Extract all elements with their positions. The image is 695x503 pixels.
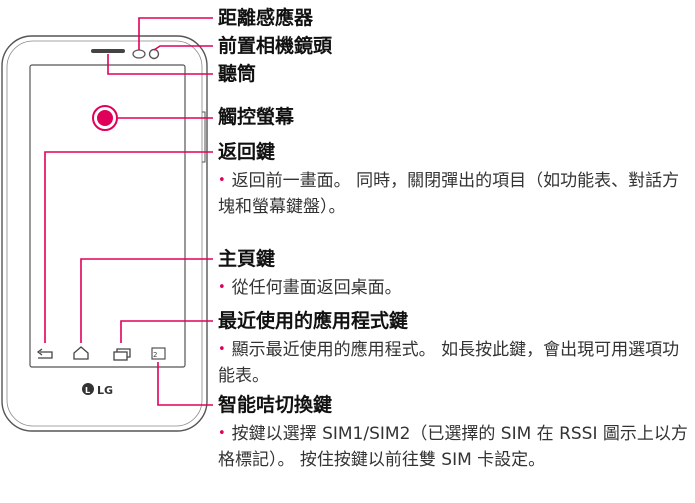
home-icon <box>73 346 89 360</box>
back-key-description: •返回前一畫面。 同時，關閉彈出的項目（如功能表、對話方塊和螢幕鍵盤）。 <box>218 171 680 217</box>
dual-sim-icon: 2 <box>151 347 166 360</box>
recent-apps-key-label: 最近使用的應用程式鍵 <box>218 310 409 332</box>
bullet-dot: • <box>218 426 226 441</box>
svg-text:L: L <box>85 386 90 395</box>
touch-point-icon <box>92 105 118 131</box>
svg-text:2: 2 <box>153 351 157 359</box>
lg-logo-icon: L LG <box>82 383 113 397</box>
front-camera-label: 前置相機鏡頭 <box>218 35 333 57</box>
front-camera-shape <box>148 48 160 60</box>
home-key-description: •從任何畫面返回桌面。 <box>218 278 402 298</box>
earpiece-label: 聽筒 <box>218 63 257 85</box>
touch-screen-label: 觸控螢幕 <box>218 106 295 128</box>
back-icon <box>36 348 53 359</box>
callout-lines <box>44 17 213 406</box>
brand-text: LG <box>97 384 113 397</box>
recent-apps-icon <box>113 348 131 361</box>
dual-sim-key-label: 智能咭切換鍵 <box>218 394 333 416</box>
recent-apps-key-description: •顯示最近使用的應用程式。 如長按此鍵，會出現可用選項功能表。 <box>218 340 680 386</box>
bullet-dot: • <box>218 173 226 188</box>
proximity-sensor-label: 距離感應器 <box>218 7 314 29</box>
dual-sim-key-description: •按鍵以選擇 SIM1/SIM2（已選擇的 SIM 在 RSSI 圖示上以方格標… <box>218 424 688 470</box>
proximity-sensor-shape <box>132 49 146 59</box>
phone-body <box>1 35 208 432</box>
earpiece-slot <box>91 49 125 53</box>
home-key-label: 主頁鍵 <box>218 248 276 270</box>
bullet-dot: • <box>218 280 226 295</box>
back-key-label: 返回鍵 <box>218 141 276 163</box>
bullet-dot: • <box>218 342 226 357</box>
